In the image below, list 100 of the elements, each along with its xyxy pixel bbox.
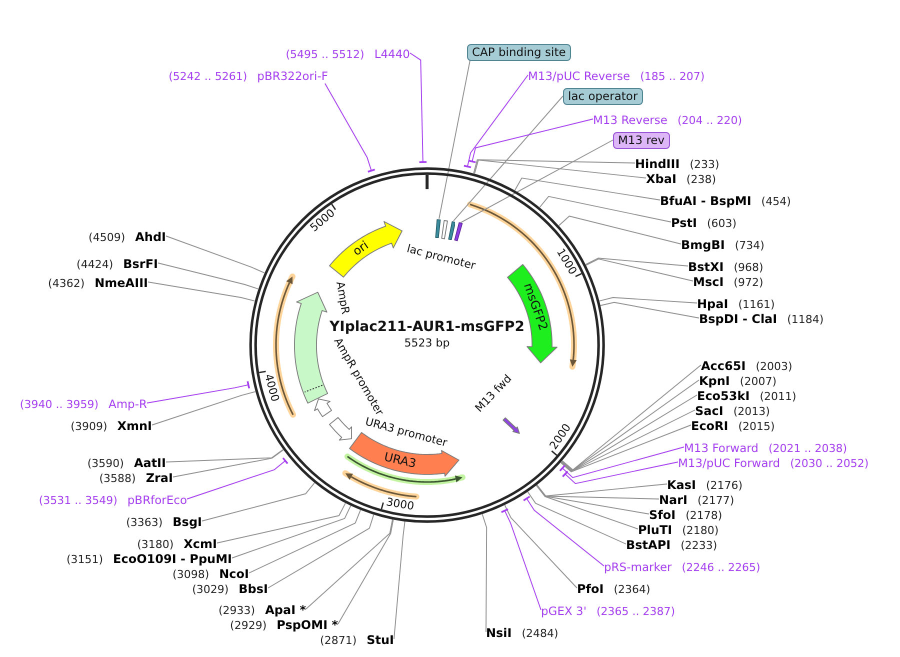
site-position: (3151): [66, 552, 104, 566]
enzyme-name: SacI: [695, 404, 724, 418]
leader-line: [394, 521, 406, 640]
site-position: (238): [686, 172, 716, 186]
enzyme-name: KpnI: [699, 374, 730, 388]
leader-line: [500, 508, 542, 610]
site-position: (3363): [126, 516, 163, 528]
primer-bar-icon: [454, 222, 463, 242]
enzyme-name: BsgI: [172, 514, 202, 528]
site-position: (2013): [733, 404, 770, 418]
enzyme-name: HindIII: [635, 156, 680, 170]
leader-line: [463, 74, 528, 168]
leader-line: [460, 140, 614, 224]
leader-line: [248, 510, 361, 574]
primer-position: (185 .. 207): [640, 70, 705, 82]
site-position: (2233): [680, 538, 718, 552]
leader-line: [166, 449, 284, 462]
leader-line: [536, 484, 660, 500]
leader-line: [560, 394, 698, 472]
leader-line: [146, 380, 250, 404]
feature-bar-icon: [435, 218, 442, 238]
leader-line: [586, 258, 694, 282]
feature-label: URA3 promoter: [364, 416, 448, 450]
primer-position: (5495 .. 5512): [286, 48, 364, 60]
leader-line: [536, 484, 650, 514]
enzyme-name: BspDI - ClaI: [699, 312, 778, 326]
leader-line: [559, 446, 684, 478]
leader-line: [158, 262, 259, 290]
plasmid-size: 5523 bp: [404, 338, 450, 350]
site-position: (2178): [686, 508, 722, 522]
enzyme-name: BmgBI: [681, 238, 725, 252]
feature-tag: M13 rev: [613, 132, 670, 148]
site-position: (2933): [218, 604, 256, 616]
leader-line: [148, 282, 256, 302]
enzyme-name: PluTI: [638, 522, 672, 536]
enzyme-name: ZraI: [146, 470, 173, 484]
site-position: (2929): [230, 618, 267, 632]
primer-name: L4440: [374, 46, 410, 60]
leader-line: [514, 178, 660, 200]
leader-line: [536, 484, 668, 496]
feature-tag: CAP binding site: [467, 44, 571, 60]
feature-tag: lac operator: [563, 88, 643, 104]
enzyme-name: ApaI *: [265, 602, 306, 616]
site-position: (3029): [192, 582, 229, 596]
site-position: (2176): [706, 478, 743, 492]
tick-label: 4000: [260, 372, 281, 403]
feature-label: AmpR: [332, 280, 352, 316]
enzyme-name: SfoI: [649, 508, 676, 522]
leader-line: [558, 216, 682, 244]
enzyme-name: Acc65I: [701, 358, 746, 372]
primer-position: (204 .. 220): [677, 114, 742, 126]
leader-line: [152, 391, 256, 426]
primer-position: (5242 .. 5261): [168, 70, 248, 82]
site-position: (3590): [87, 456, 124, 470]
enzyme-name: StuI: [366, 632, 394, 646]
site-position: (454): [761, 194, 791, 208]
leader-line: [585, 258, 688, 266]
enzyme-name: XcmI: [184, 536, 217, 550]
site-position: (2007): [740, 374, 776, 388]
enzyme-name: NmeAIII: [94, 276, 148, 290]
feature-label: URA3: [382, 450, 418, 472]
primer-position: (2246 .. 2265): [682, 560, 760, 574]
leader-line: [338, 519, 394, 624]
site-position: (4424): [76, 258, 114, 270]
leader-line: [600, 302, 700, 318]
leader-line: [166, 236, 265, 274]
leader-line: [562, 462, 678, 484]
leader-line: [186, 457, 288, 500]
site-position: (2871): [320, 634, 357, 646]
site-position: (2180): [682, 524, 719, 536]
enzyme-name: BbsI: [238, 582, 268, 596]
primer-name: pRS-marker: [604, 560, 672, 574]
enzyme-name: BstAPI: [626, 538, 671, 552]
primer-name: Amp-R: [108, 396, 147, 410]
primer-position: (2021 .. 2038): [768, 442, 848, 454]
enzyme-name: XbaI: [646, 172, 676, 186]
site-position: (3909): [70, 420, 108, 432]
enzyme-name: PstI: [671, 216, 697, 230]
leader-line: [527, 491, 626, 544]
site-position: (968): [734, 260, 764, 274]
leader-line: [599, 297, 698, 304]
site-position: (4509): [88, 230, 126, 244]
enzyme-name: EcoRI: [691, 418, 728, 432]
leader-line: [438, 60, 470, 220]
enzyme-name: BstXI: [688, 260, 724, 274]
leader-line: [560, 424, 692, 472]
site-position: (2011): [760, 390, 796, 402]
leader-line: [268, 514, 374, 588]
leader-line: [172, 449, 284, 478]
plasmid-name: YIplac211-AUR1-msGFP2: [329, 318, 525, 336]
primer-name: M13/pUC Forward: [678, 456, 780, 470]
site-position: (972): [734, 276, 764, 288]
leader-line: [452, 96, 564, 222]
leader-line: [202, 482, 315, 522]
site-position: (3180): [137, 538, 174, 550]
enzyme-name: XmnI: [117, 418, 152, 432]
leader-line: [562, 364, 702, 470]
primer-name: M13 Forward: [684, 440, 758, 454]
leader-line: [560, 410, 696, 472]
enzyme-name: MscI: [693, 274, 724, 288]
